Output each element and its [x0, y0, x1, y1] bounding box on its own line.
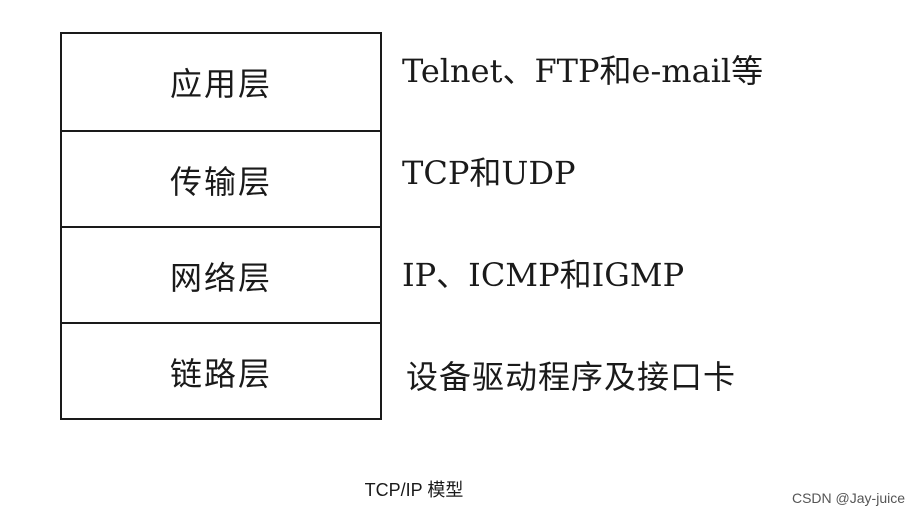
figure-caption: TCP/IP 模型 [364, 480, 464, 500]
layer-label: 传输层 [169, 162, 272, 201]
layer-link: 链路层 [62, 322, 380, 419]
layer-label: 链路层 [169, 354, 272, 393]
layer-application: 应用层 [62, 34, 380, 129]
protocols-application: Telnet、FTP和e-mail等 [402, 52, 764, 90]
layer-label: 网络层 [169, 258, 272, 297]
layer-label: 应用层 [169, 64, 272, 103]
protocols-link: 设备驱动程序及接口卡 [406, 358, 737, 396]
layer-network: 网络层 [62, 226, 380, 323]
layer-transport: 传输层 [62, 130, 380, 227]
layer-stack: 应用层 传输层 网络层 链路层 [60, 32, 382, 420]
protocols-transport: TCP和UDP [402, 154, 576, 192]
watermark: CSDN @Jay-juice [791, 490, 905, 506]
protocols-network: IP、ICMP和IGMP [402, 256, 685, 294]
